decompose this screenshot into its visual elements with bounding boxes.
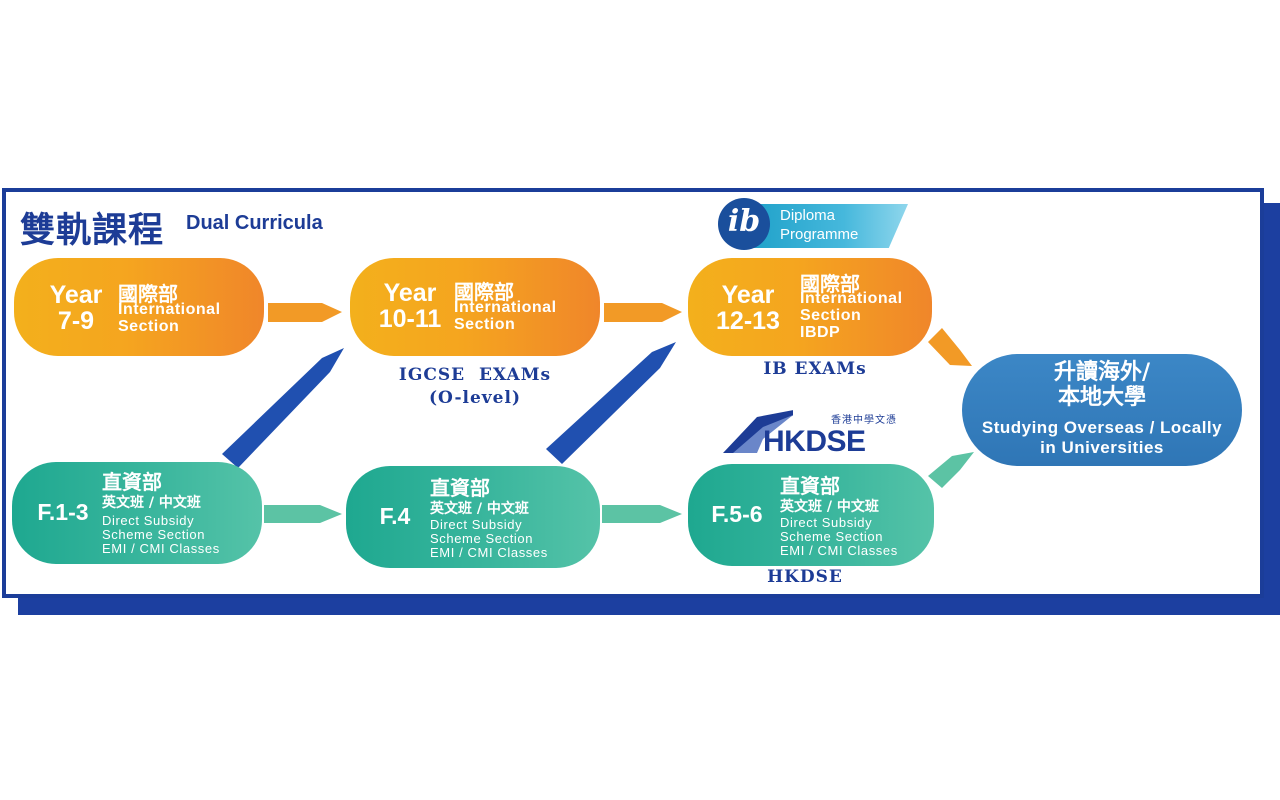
zh-label-f5-6: 直資部 [780, 474, 840, 498]
en-label-year-12-13: International Section IBDP [800, 290, 903, 341]
zh-label-year-10-11: 國際部 [454, 280, 514, 304]
ib-logo-line2: Programme [780, 226, 859, 243]
exam-hkdse: HKDSE [767, 567, 843, 587]
level-year-12-13: Year 12-13 [716, 281, 780, 336]
zh-label-f1-3: 直資部 [102, 470, 162, 494]
en-label-year-7-9: International Section [118, 301, 221, 335]
hkdse-logo-chinese: 香港中學文憑 [831, 415, 897, 426]
zh-sub-label-f1-3: 英文班 / 中文班 [102, 495, 201, 511]
exam-ib: IB EXAMs [763, 359, 867, 379]
pill-year-10-11: Year 10-11 國際部 International Section [350, 258, 600, 356]
title-chinese: 雙軌課程 [20, 210, 165, 251]
level-f4: F.4 [379, 503, 411, 529]
arrow-f13-to-f4 [264, 505, 342, 523]
exam-igcse: IGCSE EXAMs (O-level) [398, 365, 552, 408]
en-label-f1-3: Direct Subsidy Scheme Section EMI / CMI … [102, 513, 220, 557]
zh-sub-label-f5-6: 英文班 / 中文班 [780, 499, 879, 515]
en-label-f4: Direct Subsidy Scheme Section EMI / CMI … [430, 517, 548, 561]
pill-year-12-13: Year 12-13 國際部 International Section IBD… [688, 258, 932, 356]
ib-logo-line1: Diploma [780, 207, 836, 224]
pill-f4: F.4 直資部 英文班 / 中文班 Direct Subsidy Scheme … [346, 466, 600, 568]
pill-f5-6: F.5-6 直資部 英文班 / 中文班 Direct Subsidy Schem… [688, 464, 934, 566]
hkdse-logo-word: HKDSE [763, 425, 866, 458]
destination-en: Studying Overseas / Locally in Universit… [981, 418, 1223, 458]
level-f5-6: F.5-6 [711, 501, 763, 527]
level-year-10-11: Year 10-11 [378, 279, 442, 334]
arrow-year1213-to-destination [928, 328, 972, 366]
zh-sub-label-f4: 英文班 / 中文班 [430, 501, 529, 517]
level-f1-3: F.1-3 [37, 499, 89, 525]
hkdse-logo: 香港中學文憑 HKDSE [723, 405, 901, 461]
zh-label-f4: 直資部 [430, 476, 490, 500]
arrow-f4-to-f56 [602, 505, 682, 523]
arrow-year1011-to-year1213 [604, 303, 682, 322]
en-label-year-10-11: International Section [454, 299, 557, 333]
zh-label-year-7-9: 國際部 [118, 282, 178, 306]
pill-f1-3: F.1-3 直資部 英文班 / 中文班 Direct Subsidy Schem… [12, 462, 262, 564]
pill-year-7-9: Year 7-9 國際部 International Section [14, 258, 264, 356]
title-english: Dual Curricula [186, 212, 323, 234]
arrow-f56-to-destination [928, 452, 974, 488]
zh-label-year-12-13: 國際部 [800, 272, 860, 296]
ib-diploma-logo: ib Diploma Programme [718, 196, 910, 254]
destination-zh: 升讀海外/ 本地大學 [1053, 359, 1151, 411]
arrow-year79-to-year1011 [268, 303, 342, 322]
ib-logo-letters: ib [718, 198, 770, 250]
pill-destination: 升讀海外/ 本地大學 Studying Overseas / Locally i… [962, 354, 1242, 466]
arrow-f4-to-year1213 [546, 342, 676, 464]
level-year-7-9: Year 7-9 [49, 281, 103, 336]
en-label-f5-6: Direct Subsidy Scheme Section EMI / CMI … [780, 515, 898, 559]
hkdse-logo-mark [723, 410, 793, 453]
ib-logo-band [748, 204, 908, 248]
arrow-f13-to-year1011 [222, 348, 344, 468]
